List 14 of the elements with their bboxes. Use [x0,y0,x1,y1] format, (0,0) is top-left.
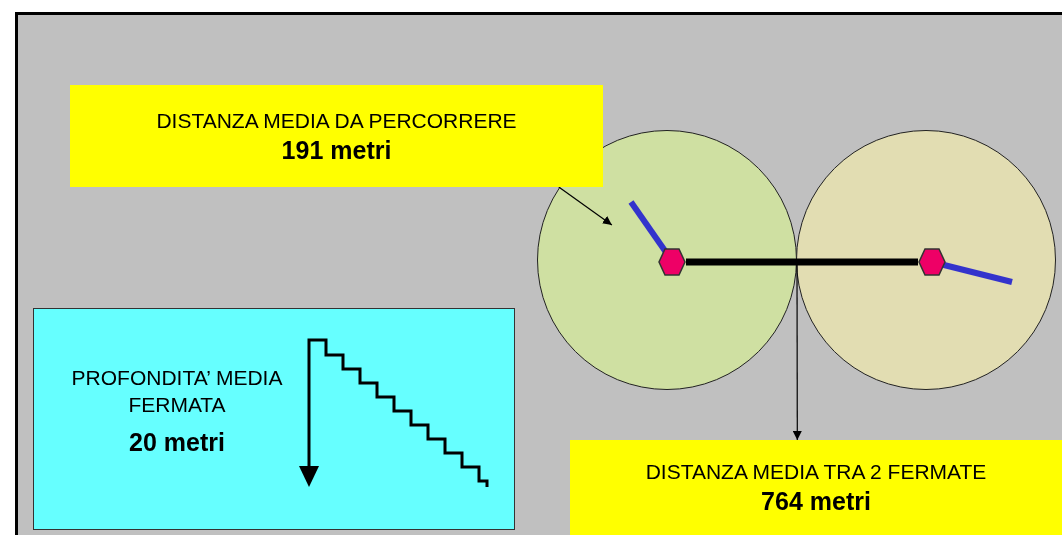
value-text: 20 metri [129,427,225,458]
leader-line [558,186,613,226]
label-text: PROFONDITA’ MEDIA FERMATA [70,365,284,418]
stop-hexagon [658,248,686,276]
stop-hexagon [918,248,946,276]
value-text: 191 metri [281,134,392,166]
value-text: 764 metri [761,486,871,517]
label-text: DISTANZA MEDIA TRA 2 FERMATE [645,459,987,485]
label-box [70,85,603,187]
connecting-line [686,258,918,266]
depth-panel [33,308,515,530]
leader-line [792,262,802,441]
label-text: DISTANZA MEDIA DA PERCORRERE [156,107,517,134]
label-box [570,440,1062,535]
